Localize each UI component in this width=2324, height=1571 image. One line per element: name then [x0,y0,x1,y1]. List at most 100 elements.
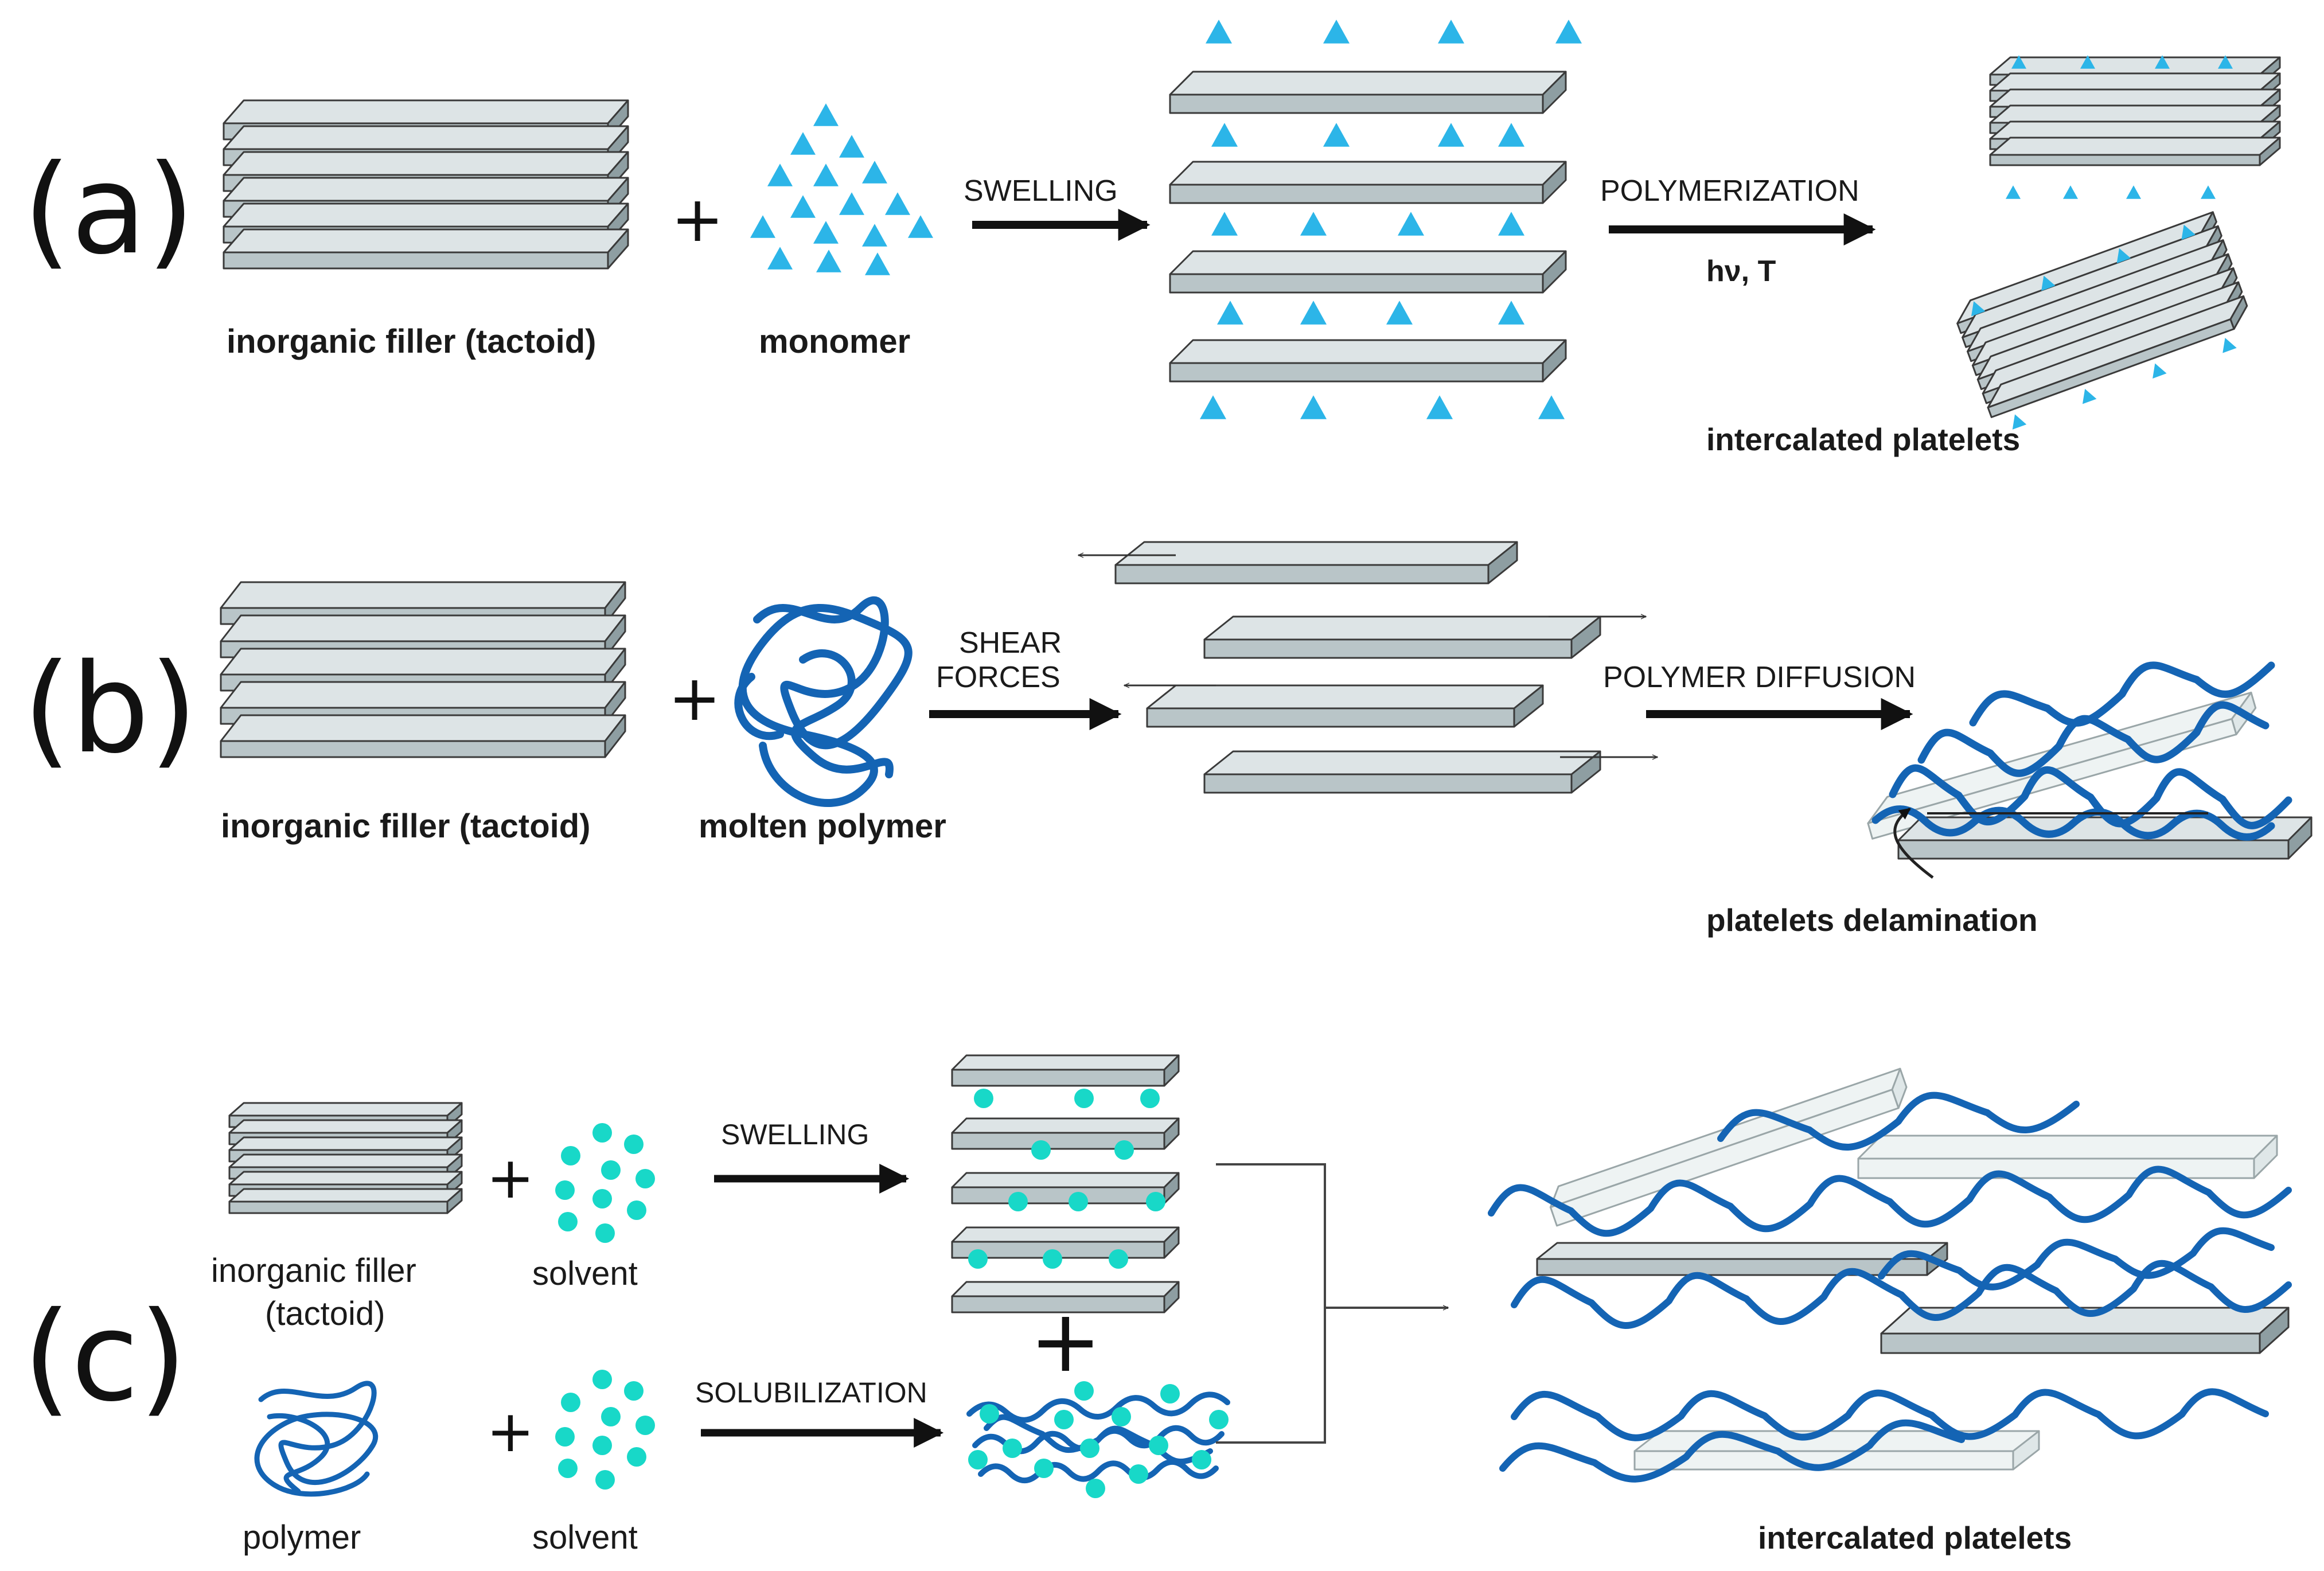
platelet-front-face [220,740,606,758]
diffused-polymer-chain [1969,661,2275,727]
solvent-dot [1209,1410,1229,1429]
panel-c-merge-connector [1216,1163,1448,1444]
monomer-triangle [2153,363,2167,379]
panel-a-plus: + [671,182,724,256]
platelet-top-face [223,125,629,150]
monomer-triangle [2063,185,2078,199]
platelet-top-face [223,99,629,124]
platelet-side-face [1891,1067,1908,1109]
monomer-triangle [862,161,887,184]
solvent-dot [980,1404,999,1424]
intercalated-polymer-chain [1511,1260,2292,1329]
solvent-dot [1080,1439,1099,1458]
solvent-cluster-1 [555,1123,655,1243]
solvent-dot [555,1180,575,1200]
monomer-triangle [1323,20,1350,44]
panel-a-step1-label: SWELLING [964,174,1118,208]
platelet-top-face [228,1119,463,1134]
solvent-dot [1074,1089,1094,1108]
platelet-top-face [1989,72,2281,92]
platelet-front-face [1203,773,1573,794]
monomer-triangle [862,224,887,247]
panel-a-intercalated-stacks [1956,55,2281,430]
monomer-triangle [813,163,839,186]
platelet-top-face [228,1102,463,1117]
platelet-top-face [223,177,629,202]
platelet-top-face [1146,684,1544,710]
monomer-triangle [1386,301,1413,325]
panel-b-step2-label: POLYMER DIFFUSION [1603,661,1916,694]
monomer-triangle [2218,55,2233,69]
solvent-dot [1146,1192,1165,1211]
monomer-triangle [1300,212,1327,236]
panel-b-sheared-platelets [1078,541,1658,794]
platelet-top-face [228,1136,463,1151]
panel-b-plus: + [668,661,721,735]
panel-a-filler-label: inorganic filler (tactoid) [227,323,596,360]
solvent-dot [561,1393,580,1412]
monomer-triangle [1398,212,1424,236]
solvent-dot [1054,1410,1074,1429]
monomer-triangle [1498,212,1524,236]
monomer-triangle [1538,395,1565,419]
panel-a-step2-label: POLYMERIZATION [1600,174,1859,208]
platelet-top-face [951,1172,1180,1188]
monomer-triangle [1300,395,1327,419]
panel-a: (a) inorganic filler (tactoid) + monomer… [23,20,2281,457]
platelet-side-face [2012,1430,2040,1471]
swollen-platelet [1169,250,1567,294]
platelet-front-face [1880,1332,2261,1354]
platelet-top-face [220,648,626,676]
intercalated-layer [1987,295,2248,418]
solvent-dot [558,1212,578,1231]
panel-b-tactoid [220,581,626,758]
platelet-side-face [1542,71,1567,114]
panel-b-result-label: platelets delamination [1706,902,2038,938]
monomer-triangle [1200,395,1226,419]
platelet-front-face [951,1069,1165,1087]
monomer-triangle [1211,212,1238,236]
platelet-top-face [228,1188,463,1203]
monomer-triangle [1211,123,1238,147]
platelet-side-face [1487,541,1518,584]
platelet-front-face [1114,564,1489,584]
monomer-triangle [813,103,839,126]
solvent-dot [1160,1384,1180,1404]
solvent-dot [627,1447,646,1467]
panel-c: (c) inorganic filler (tactoid) + solvent… [23,1054,2292,1556]
solvent-dot [1192,1450,1211,1469]
monomer-triangle [816,250,841,272]
solvated-polymer-chain [966,1391,1230,1423]
solvent-dot [974,1089,993,1108]
panel-c-intercalated-composite [1488,1067,2292,1483]
panel-a-tag: (a) [23,138,195,282]
solvent-dot [968,1450,988,1469]
platelet-top-face [951,1054,1180,1071]
panel-a-tactoid [223,99,629,270]
platelet-top-face [1989,104,2281,124]
intercalated-polymer-chain [1878,1227,2275,1291]
molten-polymer-coil [734,596,913,807]
panel-a-monomer-label: monomer [759,323,910,360]
platelet-top-face [1989,120,2281,140]
tactoid-layer [220,714,626,758]
tactoid-layer [228,1188,463,1214]
panel-c-plus-1: + [486,1144,535,1211]
platelet-top-face [228,1153,463,1168]
monomer-triangle [1438,20,1464,44]
platelet-top-face [1989,88,2281,108]
platelet-side-face [2259,137,2281,166]
monomer-triangle [2006,185,2021,199]
platelet-top-face [220,714,626,742]
monomer-triangle [2080,55,2095,69]
swollen-platelet [1169,161,1567,204]
monomer-triangle [885,192,910,215]
panel-c-plus-2: + [486,1398,535,1465]
monomer-triangle [839,192,864,215]
panel-a-conditions: hν, T [1706,255,1776,288]
diffused-polymer-chain [1871,805,2275,841]
platelet-top-face [1169,71,1567,96]
platelet-top-face [1203,615,1601,641]
panel-c-solvent-label-2: solvent [532,1519,638,1556]
